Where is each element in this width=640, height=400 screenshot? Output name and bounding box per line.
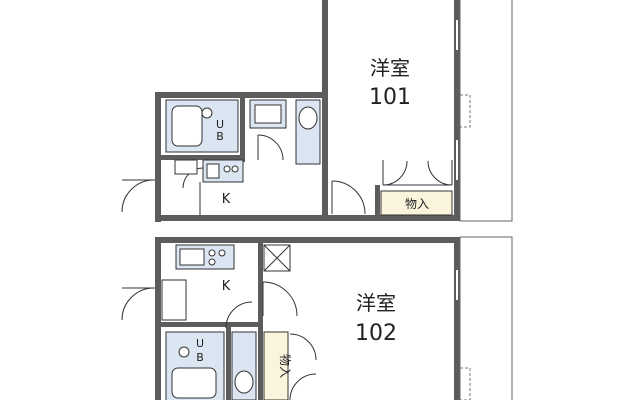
wall	[454, 0, 460, 221]
balcony	[459, 0, 513, 222]
room-number: 101	[369, 85, 411, 110]
window	[459, 94, 471, 128]
kitchen-label: K	[222, 279, 231, 294]
room-label: 洋室	[356, 291, 396, 315]
wall	[155, 215, 460, 221]
bath-label: U	[196, 337, 204, 350]
wall	[226, 322, 231, 400]
bath-label: U	[216, 118, 224, 131]
unit-102: K U B 物入 洋室 102	[121, 236, 513, 400]
storage	[263, 331, 289, 400]
wall	[258, 322, 263, 400]
room-label: 洋室	[370, 56, 410, 80]
unit-101: U B K 物入 洋室 101	[121, 0, 513, 222]
bath-label: B	[216, 130, 224, 143]
wall	[161, 322, 263, 327]
storage-label: 物入	[405, 197, 429, 211]
wall	[454, 237, 460, 400]
wall	[258, 237, 263, 322]
wall	[161, 155, 243, 160]
window	[459, 367, 471, 400]
wall	[240, 92, 245, 162]
wall	[322, 0, 328, 220]
wall	[155, 237, 460, 243]
wall	[155, 92, 323, 98]
storage-label: 物入	[278, 354, 292, 378]
balcony	[459, 236, 513, 400]
room-number: 102	[355, 321, 397, 346]
storage	[380, 190, 453, 216]
kitchen-label: K	[222, 192, 231, 207]
wall	[155, 237, 161, 400]
bath-label: B	[196, 351, 204, 364]
wall	[375, 185, 380, 217]
wall	[155, 92, 161, 222]
